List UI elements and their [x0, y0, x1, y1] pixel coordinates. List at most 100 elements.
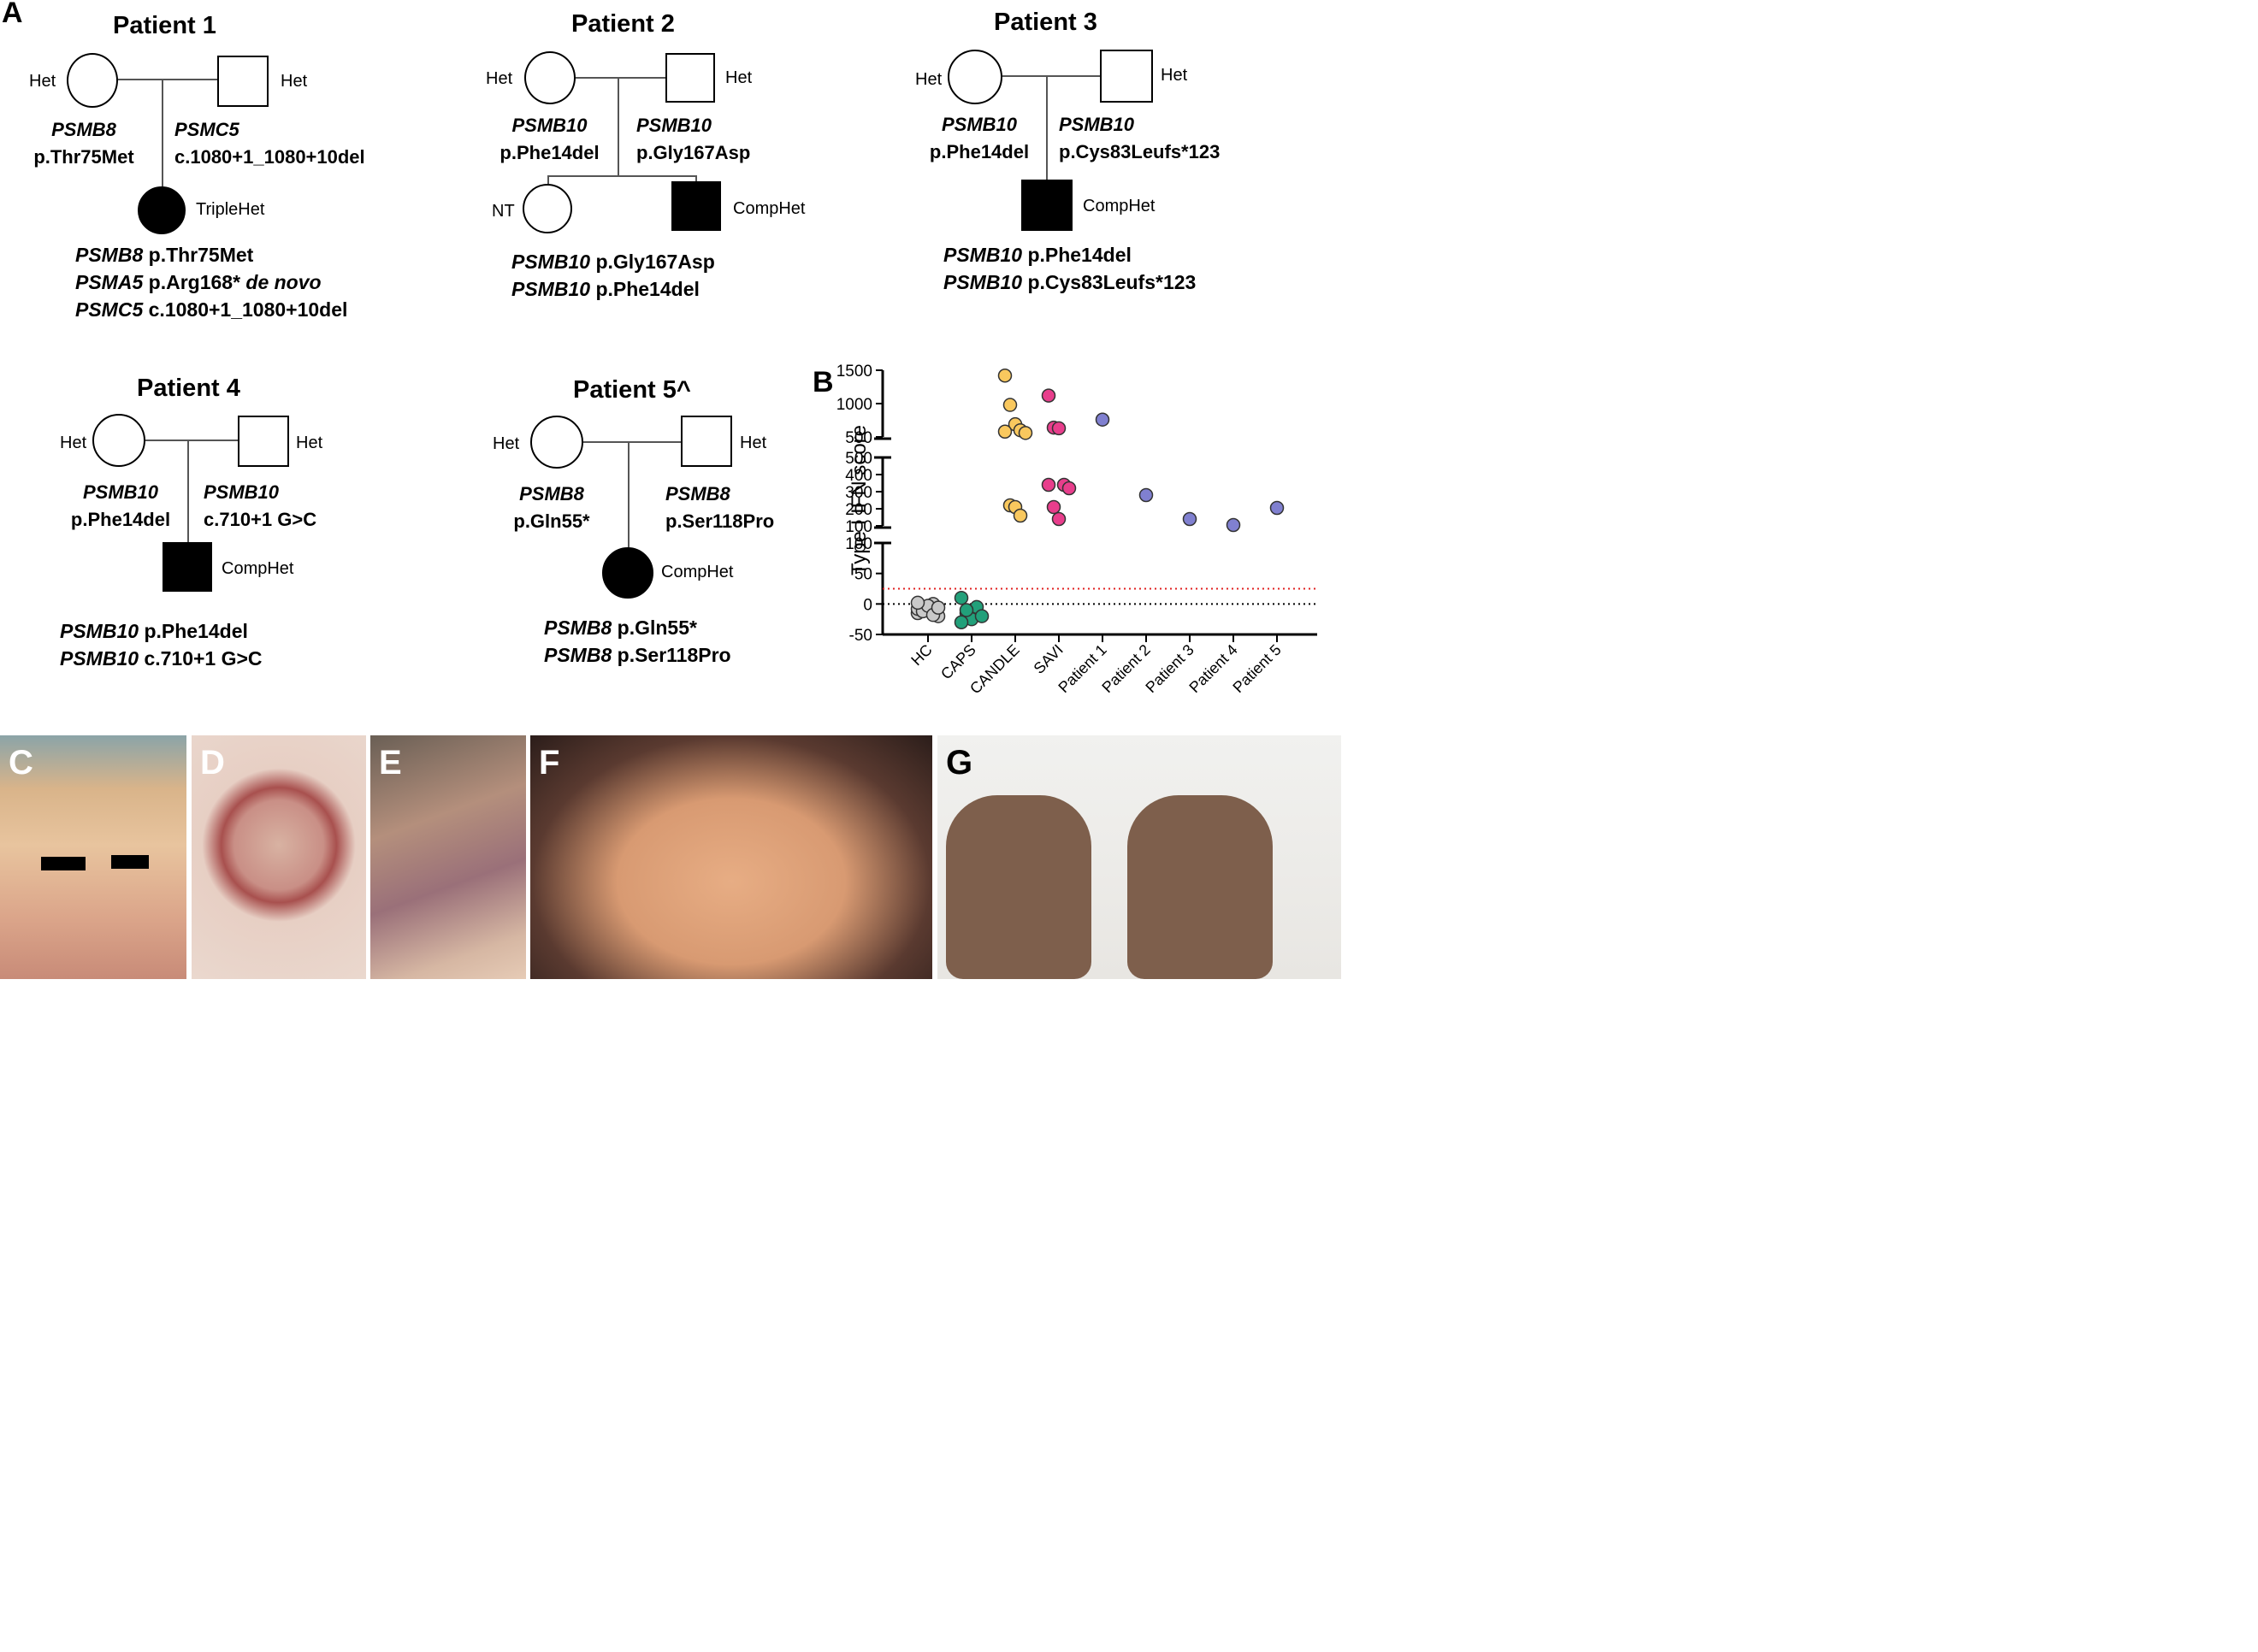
patient-3-summary: PSMB10 p.Phe14del PSMB10 p.Cys83Leufs*12… [943, 244, 1197, 293]
data-point [974, 609, 990, 623]
patient-2-child-label: CompHet [733, 199, 806, 218]
y-tick-label: 300 [845, 484, 872, 502]
photo-panel-g-hands: G [937, 735, 1341, 979]
photo-panel-d-lesion: D [192, 735, 366, 979]
photo-panel-f-palms: F [530, 735, 932, 979]
patient-2-sibling-label: NT [492, 202, 515, 221]
data-point [931, 600, 946, 615]
panel-label-e: E [379, 744, 402, 782]
patient-5-mother-symbol [530, 416, 583, 469]
patient-2-descent-line [618, 77, 619, 176]
patient-4-summary: PSMB10 p.Phe14del PSMB10 c.710+1 G>C [60, 620, 263, 670]
patient-1-title: Patient 1 [113, 12, 216, 39]
patient-4-child-symbol [163, 542, 212, 592]
data-point [1051, 421, 1067, 436]
x-tick-label: HC [907, 641, 936, 670]
patient-2-sibship-line [547, 175, 696, 177]
patient-3-descent-line [1046, 75, 1048, 180]
y-tick-label: 200 [845, 501, 872, 519]
panel-label-g: G [946, 744, 973, 782]
y-tick-label: 500 [845, 450, 872, 468]
data-point [1046, 499, 1061, 515]
patient-1-descent-line [162, 79, 163, 186]
patient-5-descent-line [628, 441, 630, 547]
data-point [1182, 511, 1197, 527]
patient-2-mother-symbol [524, 51, 576, 104]
patient-3-child-label: CompHet [1083, 197, 1156, 215]
patient-2-mating-line [576, 77, 665, 79]
patient-2-mother-label: Het [486, 69, 513, 88]
data-point [1013, 508, 1028, 523]
y-tick-label: 1500 [836, 363, 872, 381]
y-tick-label: 0 [863, 596, 872, 614]
panel-label-c: C [9, 744, 33, 782]
patient-3-title: Patient 3 [994, 9, 1097, 36]
x-tick-label: CAPS [937, 641, 979, 683]
patient-5-child-symbol [602, 547, 653, 599]
data-point [1269, 500, 1285, 516]
patient-5-summary: PSMB8 p.Gln55* PSMB8 p.Ser118Pro [544, 617, 731, 666]
patient-4-father-symbol [238, 416, 289, 467]
photo-panel-c-face: C [0, 735, 186, 979]
patient-4-title: Patient 4 [137, 375, 240, 402]
data-point [1051, 511, 1067, 527]
y-tick-label: 100 [845, 518, 872, 536]
panel-label-a: A [2, 0, 23, 29]
patient-2-summary: PSMB10 p.Gly167Asp PSMB10 p.Phe14del [511, 251, 715, 300]
patient-5-child-label: CompHet [661, 563, 734, 581]
patient-2-sib-line-left [547, 175, 549, 186]
patient-3-father-symbol [1100, 50, 1153, 103]
data-point [1138, 487, 1154, 503]
panel-label-f: F [539, 744, 560, 782]
y-tick-label: 100 [845, 535, 872, 553]
patient-4-mother-symbol [92, 414, 145, 467]
data-point [1041, 477, 1056, 493]
patient-4-descent-line [187, 440, 189, 542]
patient-5-title: Patient 5^ [573, 376, 691, 404]
patient-2-sibling-symbol [523, 184, 572, 233]
patient-3-father-label: Het [1161, 66, 1188, 85]
patient-3-mother-symbol [948, 50, 1002, 104]
data-point [959, 603, 974, 617]
ifn-score-chart: -5005010010020030040050050010001500Type … [836, 363, 1317, 697]
x-tick-label: SAVI [1031, 641, 1067, 677]
patient-1-mother-label: Het [29, 72, 56, 91]
data-point [997, 368, 1013, 383]
patient-1-father-symbol [217, 56, 269, 107]
x-tick-label: Patient 5 [1229, 641, 1284, 696]
patient-1-child-symbol [138, 186, 186, 234]
data-point [1041, 388, 1056, 403]
y-tick-label: 50 [854, 566, 872, 584]
patient-1-mating-line [118, 79, 217, 80]
data-point [1095, 412, 1110, 427]
patient-5-father-symbol [681, 416, 732, 467]
patient-2-father-symbol [665, 53, 715, 103]
eye-bar-left [41, 857, 86, 870]
patient-3-child-symbol [1021, 180, 1073, 231]
panel-label-d: D [200, 744, 225, 782]
data-point [954, 615, 969, 629]
data-point [997, 424, 1013, 440]
data-point [1061, 481, 1077, 496]
patient-3-mother-label: Het [915, 70, 943, 89]
y-tick-label: -50 [849, 627, 872, 645]
patient-3-mating-line [1002, 75, 1100, 77]
patient-1-summary: PSMB8 p.Thr75Met PSMA5 p.Arg168* de novo… [75, 244, 348, 321]
patient-1-father-label: Het [281, 72, 308, 91]
right-hand-shape [1127, 795, 1273, 979]
left-hand-shape [946, 795, 1091, 979]
data-point [954, 590, 969, 605]
y-tick-label: 1000 [836, 396, 872, 414]
patient-2-sib-line-right [695, 175, 697, 182]
patient-4-child-label: CompHet [222, 559, 294, 578]
eye-bar-right [111, 855, 149, 869]
data-point [1018, 426, 1033, 440]
